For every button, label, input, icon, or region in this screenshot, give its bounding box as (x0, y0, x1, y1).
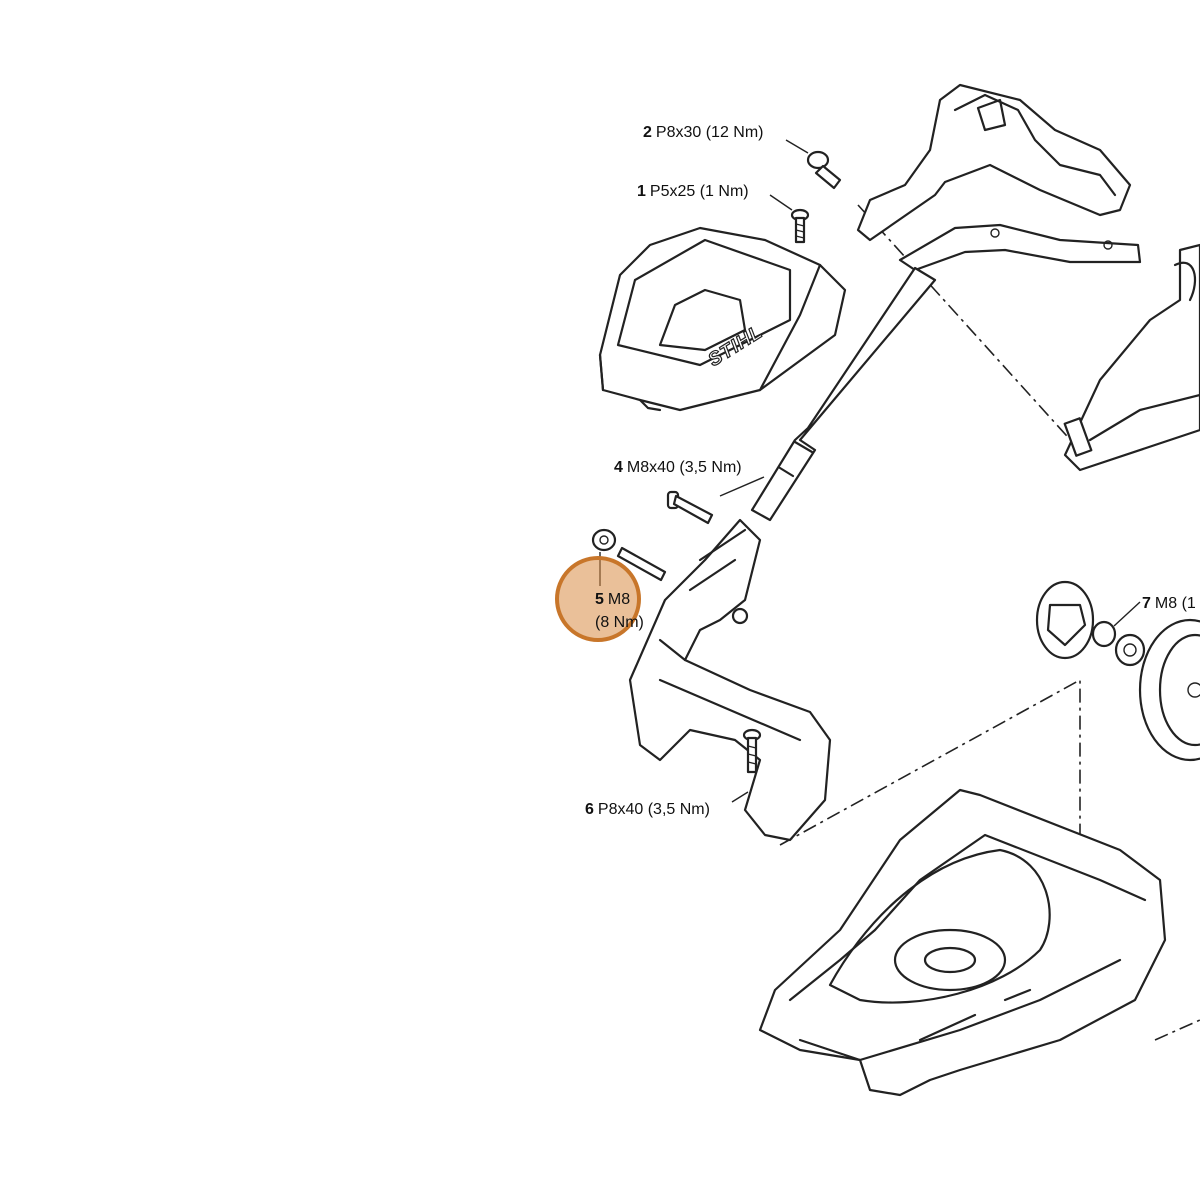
handle-bar (750, 83, 1142, 522)
part-label-5-torque: (8 Nm) (595, 614, 644, 631)
wheel-assembly (1035, 580, 1200, 762)
mower-deck (758, 788, 1167, 1097)
battery-charger: STIHL (598, 226, 847, 412)
nut-5 (591, 528, 667, 582)
highlight-circle-item-5 (555, 556, 641, 642)
handle-lower-bracket (628, 518, 832, 842)
screw-6 (742, 728, 762, 774)
bolt-2 (806, 150, 842, 190)
assembly-lines (779, 204, 1200, 1041)
bolt-4 (666, 490, 714, 525)
grass-box-handle (1063, 243, 1200, 472)
screw-1 (790, 208, 810, 244)
leader-lines (599, 139, 1141, 803)
